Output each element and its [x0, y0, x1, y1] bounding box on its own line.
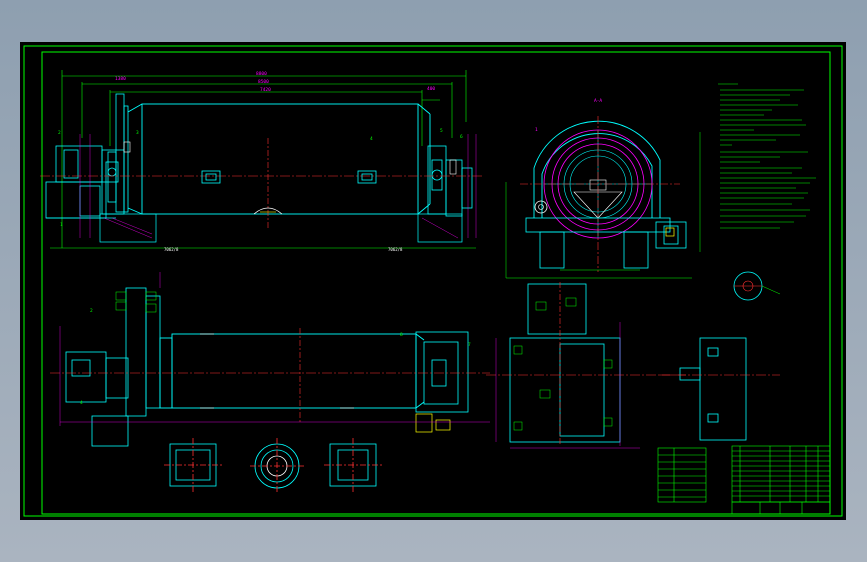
front-elevation-view: 8800 8500 7420 1380 400: [40, 70, 482, 252]
foundation-plan-view: [486, 282, 780, 449]
svg-text:1380: 1380: [115, 76, 126, 82]
svg-text:7062/8: 7062/8: [388, 247, 403, 252]
parts-list: [731, 445, 831, 503]
svg-text:4: 4: [370, 136, 373, 142]
cad-viewport[interactable]: 8800 8500 7420 1380 400: [20, 42, 846, 520]
svg-text:5: 5: [440, 128, 443, 134]
svg-text:4: 4: [80, 400, 83, 406]
detail-sketch: [733, 271, 781, 301]
legend-table: [657, 447, 707, 503]
svg-text:6: 6: [460, 134, 463, 140]
svg-text:1: 1: [60, 222, 63, 228]
technical-requirements: [718, 83, 816, 229]
svg-text:400: 400: [427, 86, 435, 92]
svg-text:8500: 8500: [258, 79, 269, 85]
svg-text:7062/8: 7062/8: [164, 247, 179, 252]
detail-section-a: [164, 438, 222, 492]
svg-text:3: 3: [136, 130, 139, 136]
plan-view: 2 4 7 8: [50, 272, 490, 447]
svg-text:8: 8: [400, 332, 403, 338]
detail-section-b: [250, 438, 304, 494]
end-elevation-view: A-A 1: [505, 98, 701, 279]
svg-text:1: 1: [535, 127, 538, 133]
drawing-inner-frame: [41, 51, 831, 515]
cad-drawing: 8800 8500 7420 1380 400: [23, 45, 843, 517]
svg-text:2: 2: [58, 130, 61, 136]
svg-text:2: 2: [90, 308, 93, 314]
svg-text:7420: 7420: [260, 87, 271, 93]
svg-text:8800: 8800: [256, 71, 267, 77]
drawing-outer-frame: [23, 45, 843, 517]
svg-text:7: 7: [468, 342, 471, 348]
svg-text:A-A: A-A: [594, 98, 602, 104]
detail-section-c: [324, 438, 382, 492]
title-block: [731, 501, 831, 515]
